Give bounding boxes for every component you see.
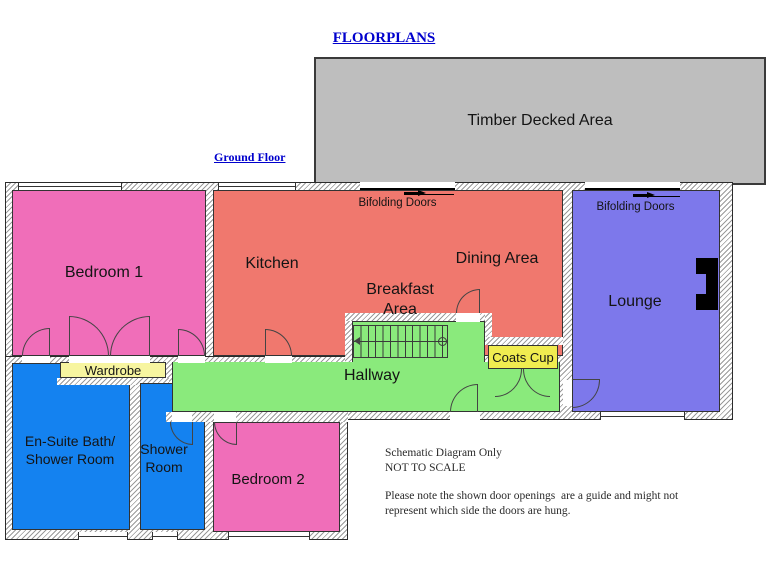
window [18, 183, 122, 190]
door-opening [172, 412, 192, 422]
door-leaf [192, 422, 193, 445]
wall-under-wardrobe [57, 378, 169, 385]
window [218, 183, 296, 190]
room-ensuite [12, 363, 130, 530]
door-opening [450, 412, 480, 420]
door-opening [22, 356, 50, 363]
bifolding-doors-label-2: Bifolding Doors [596, 201, 675, 213]
coats-cup-label: Coats Cup [492, 349, 554, 365]
door-leaf [69, 316, 70, 356]
bifold-track [404, 192, 418, 195]
wall-stair-alcove-left [345, 321, 352, 362]
schematic-note: Schematic Diagram Only NOT TO SCALE [385, 447, 502, 474]
staircase-newel-circle [438, 337, 447, 346]
door-leaf [265, 329, 266, 356]
door-opening [214, 412, 236, 422]
dining-area-label: Dining Area [455, 250, 539, 267]
door-opening [456, 313, 480, 322]
bifold-arrow-icon [418, 190, 426, 196]
window [600, 412, 685, 420]
door-opening [178, 356, 205, 363]
bifold-arrow-icon [647, 192, 655, 198]
staircase-center-line [353, 341, 447, 342]
fireplace [706, 274, 718, 294]
bifold-track-line [633, 196, 680, 197]
wardrobe-label: Wardrobe [84, 362, 142, 378]
wall-coats-top [485, 337, 563, 345]
window [152, 532, 178, 540]
bifold-opening-lounge [585, 182, 680, 190]
room-coats-cup: Coats Cup [488, 345, 558, 369]
door-leaf [49, 328, 50, 356]
window [78, 532, 128, 540]
shower-room-label: Shower Room [140, 441, 188, 475]
door-opening [69, 356, 150, 363]
fireplace [696, 294, 718, 310]
fireplace [696, 258, 718, 274]
door-leaf [572, 379, 600, 380]
breakfast-area-label: Breakfast Area [366, 281, 434, 318]
wall-wing-top [166, 412, 348, 422]
ground-floor-link[interactable]: Ground Floor [214, 150, 286, 164]
door-opening [265, 356, 292, 363]
timber-decked-area: Timber Decked Area [314, 57, 766, 185]
kitchen-label: Kitchen [245, 255, 299, 272]
bifold-track-line [404, 194, 454, 195]
bifold-track [633, 194, 647, 197]
door-leaf [149, 316, 150, 356]
wall-stair-alcove-right [485, 313, 492, 345]
window [228, 532, 310, 540]
bedroom1-label: Bedroom 1 [64, 264, 144, 281]
ensuite-label: En-Suite Bath/ Shower Room [24, 433, 116, 467]
door-leaf [178, 329, 179, 356]
lounge-label: Lounge [608, 293, 662, 310]
room-wardrobe: Wardrobe [60, 362, 166, 378]
wall-stair-alcove-top [345, 313, 492, 321]
door-openings-note: Please note the shown door openings are … [385, 490, 679, 517]
bedroom2-label: Bedroom 2 [231, 471, 305, 488]
door-leaf [479, 289, 480, 313]
door-leaf [236, 422, 237, 445]
floorplans-title-link[interactable]: FLOORPLANS [332, 30, 436, 46]
staircase-arrow-icon [354, 337, 360, 345]
door-leaf [477, 384, 478, 412]
door-opening [563, 380, 572, 406]
bifold-opening-kitchen [360, 182, 455, 190]
timber-decked-area-label: Timber Decked Area [467, 112, 613, 129]
hallway-label: Hallway [343, 367, 400, 384]
room-lounge [572, 190, 720, 412]
bifolding-doors-label-1: Bifolding Doors [358, 197, 437, 209]
